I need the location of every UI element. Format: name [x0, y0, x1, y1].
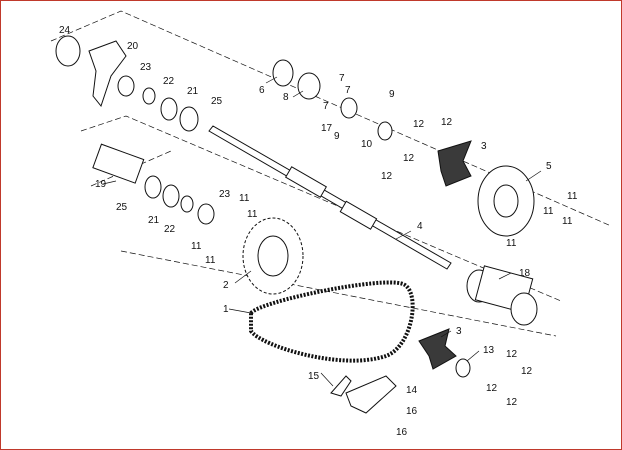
- label-9a: 9: [389, 89, 395, 100]
- hub-cap-6: [272, 59, 294, 87]
- label-12d: 12: [381, 171, 393, 182]
- label-25-top: 25: [211, 96, 223, 107]
- lock-nut-8: [297, 72, 321, 100]
- label-8: 8: [283, 92, 289, 103]
- label-10: 10: [361, 139, 373, 150]
- guide-bracket-15: [330, 375, 352, 397]
- label-19: 19: [95, 179, 107, 190]
- label-25-lower: 25: [116, 202, 128, 213]
- label-12a: 12: [413, 119, 425, 130]
- label-11e: 11: [239, 193, 250, 204]
- chain-guide-14: [345, 375, 397, 414]
- label-15: 15: [308, 371, 320, 382]
- label-21-top: 21: [187, 86, 199, 97]
- nut-10: [377, 121, 393, 141]
- label-24: 24: [59, 25, 71, 36]
- spacer-22-top: [142, 87, 156, 105]
- label-3-top: 3: [481, 141, 487, 152]
- snap-ring-24: [55, 35, 81, 67]
- label-23-lower: 23: [219, 189, 231, 200]
- label-7c: 7: [323, 101, 329, 112]
- left-group-boundary: [80, 115, 562, 302]
- washer-9: [340, 97, 358, 119]
- drive-chain-1: [249, 280, 415, 363]
- seal-23-top: [117, 75, 135, 97]
- label-12b: 12: [441, 117, 453, 128]
- label-3-lower: 3: [456, 326, 462, 337]
- label-11a: 11: [567, 191, 578, 202]
- lower-group-boundary: [120, 250, 557, 337]
- label-12f: 12: [521, 366, 533, 377]
- brake-disc-center: [493, 184, 519, 218]
- label-20: 20: [127, 41, 139, 52]
- caliper-bracket-20: [88, 40, 127, 108]
- label-11b: 11: [543, 206, 554, 217]
- label-9b: 9: [334, 131, 340, 142]
- sleeve-19: [92, 143, 145, 184]
- label-12e: 12: [506, 349, 518, 360]
- label-12g: 12: [486, 383, 498, 394]
- label-14: 14: [406, 385, 418, 396]
- label-11f: 11: [247, 209, 258, 220]
- lower-left-boundary: [90, 150, 172, 187]
- label-23-top: 23: [140, 62, 152, 73]
- sprocket-hub-3-lower: [418, 328, 457, 370]
- axle-carrier-18: [466, 265, 538, 326]
- bearing-25-top: [179, 106, 199, 132]
- label-21-lower: 21: [148, 215, 160, 226]
- label-11d: 11: [506, 238, 517, 249]
- label-7a: 7: [339, 73, 345, 84]
- label-6: 6: [259, 85, 265, 96]
- bearing-25-lower: [144, 175, 162, 199]
- label-22-lower: 22: [164, 224, 176, 235]
- spacer-22-lower: [180, 195, 194, 213]
- label-12c: 12: [403, 153, 415, 164]
- bearing-21-lower: [162, 184, 180, 208]
- label-4: 4: [417, 221, 423, 232]
- label-1: 1: [223, 304, 229, 315]
- label-16b: 16: [396, 427, 408, 438]
- label-11h: 11: [205, 255, 216, 266]
- brake-hub-3-top: [437, 140, 472, 187]
- label-7b: 7: [345, 85, 351, 96]
- bearing-21-top: [160, 97, 178, 121]
- label-18: 18: [519, 268, 531, 279]
- leader-lines: [102, 76, 542, 387]
- label-11c: 11: [562, 216, 573, 227]
- label-22-top: 22: [163, 76, 175, 87]
- label-13: 13: [483, 345, 495, 356]
- seal-23-lower: [197, 203, 215, 225]
- label-12h: 12: [506, 397, 518, 408]
- label-2: 2: [223, 280, 229, 291]
- label-5: 5: [546, 161, 552, 172]
- rear-axle-4: [208, 125, 452, 270]
- o-ring-13: [455, 358, 471, 378]
- sprocket-hub-hole: [257, 235, 289, 277]
- label-17: 17: [321, 123, 333, 134]
- part-number-labels: 24 20 23 22 21 25 6 8 7 7 7 9 17 9 10 12…: [59, 25, 578, 438]
- label-16a: 16: [406, 406, 418, 417]
- label-11g: 11: [191, 241, 202, 252]
